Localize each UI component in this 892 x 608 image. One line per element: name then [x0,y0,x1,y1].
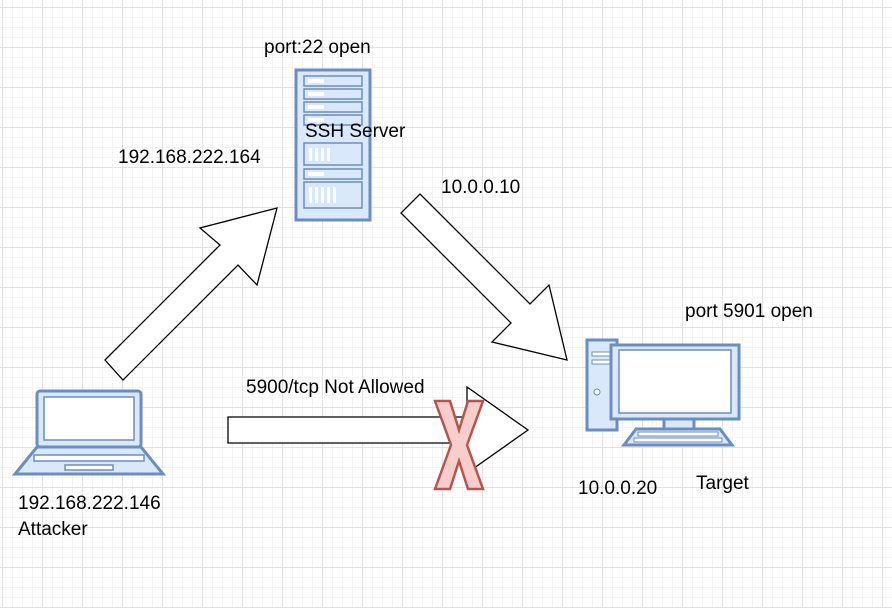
blocked-connection-label: 5900/tcp Not Allowed [246,377,425,398]
red-x-icon [433,399,485,491]
target-port-label: port 5901 open [685,301,813,322]
server-rack-icon [294,68,372,222]
attacker-ip-label: 192.168.222.146 [18,493,161,514]
attacker-name-label: Attacker [18,519,88,540]
server-ip-left: 192.168.222.164 [118,147,261,168]
arrow-attacker-to-server [104,207,278,381]
server-ip-right: 10.0.0.10 [441,177,521,198]
desktop-computer-icon [585,338,741,447]
target-ip-label: 10.0.0.20 [578,478,658,499]
target-name-label: Target [696,473,749,494]
laptop-icon [11,389,167,476]
server-port-label: port:22 open [264,37,371,58]
arrow-server-to-target [400,193,568,361]
server-name-label: SSH Server [305,121,406,142]
server-rack-detail [308,79,336,203]
